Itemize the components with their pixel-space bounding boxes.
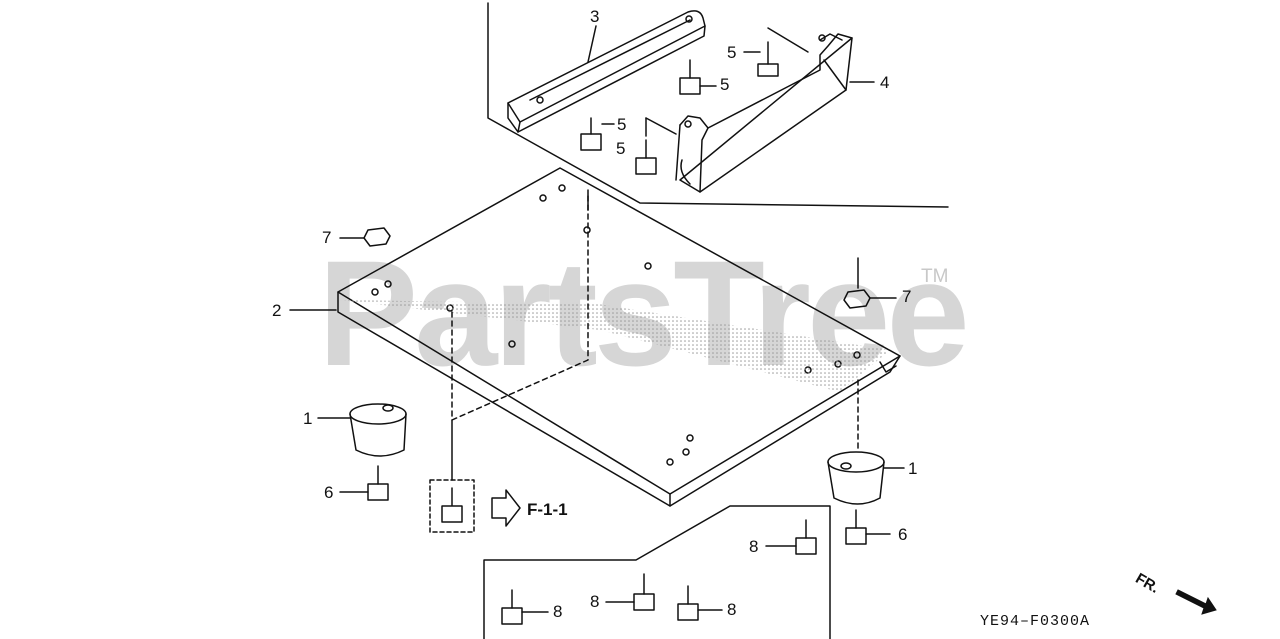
bolt-5-d <box>635 139 657 175</box>
fr-direction-arrow-icon <box>1175 589 1217 615</box>
nut-7-left <box>363 227 391 247</box>
leader-3 <box>587 25 597 63</box>
bracket-3 <box>507 10 706 133</box>
reference-label: F-1-1 <box>527 500 568 519</box>
bolt-6-right <box>845 509 867 545</box>
callout-2: 2 <box>272 301 282 320</box>
rubber-mount-1-left <box>349 403 407 457</box>
callout-6: 6 <box>324 483 334 502</box>
dashed-axis-b <box>451 311 589 421</box>
dashed-box-bolt <box>441 487 463 523</box>
callout-8: 8 <box>553 602 563 621</box>
callout-4: 4 <box>880 73 890 92</box>
callout-5: 5 <box>727 43 737 62</box>
bolt-8-b <box>633 573 655 611</box>
nut-7-right <box>843 289 871 309</box>
rubber-mount-1-right <box>827 451 885 505</box>
trademark-mark: TM <box>921 266 949 287</box>
plate-shading <box>340 300 890 392</box>
callout-7: 7 <box>902 287 912 306</box>
callout-8: 8 <box>727 600 737 619</box>
bolt-5-b <box>679 59 701 95</box>
callout-3: 3 <box>590 7 600 26</box>
callout-5: 5 <box>616 139 626 158</box>
group-frame-bottom <box>483 505 831 639</box>
base-plate-2 <box>337 167 901 507</box>
bolt-8-c <box>677 585 699 621</box>
bolt-5-c <box>580 117 602 151</box>
bracket-4 <box>675 27 853 193</box>
callout-5: 5 <box>617 115 627 134</box>
reference-arrow-icon <box>491 489 521 527</box>
callout-8: 8 <box>749 537 759 556</box>
group-frame-top <box>487 2 949 208</box>
callout-8: 8 <box>590 592 600 611</box>
bolt-6-left <box>367 465 389 501</box>
dashed-bolt-box <box>429 479 475 533</box>
leader-5-cd2 <box>645 117 677 135</box>
callout-6: 6 <box>898 525 908 544</box>
drawing-code: YE94–F0300A <box>980 613 1091 630</box>
bolt-8-a <box>795 519 817 555</box>
callout-1: 1 <box>303 409 313 428</box>
callout-7: 7 <box>322 228 332 247</box>
callout-5: 5 <box>720 75 730 94</box>
bolt-5-a <box>757 41 779 77</box>
callout-1: 1 <box>908 459 918 478</box>
bolt-8-d <box>501 589 523 625</box>
